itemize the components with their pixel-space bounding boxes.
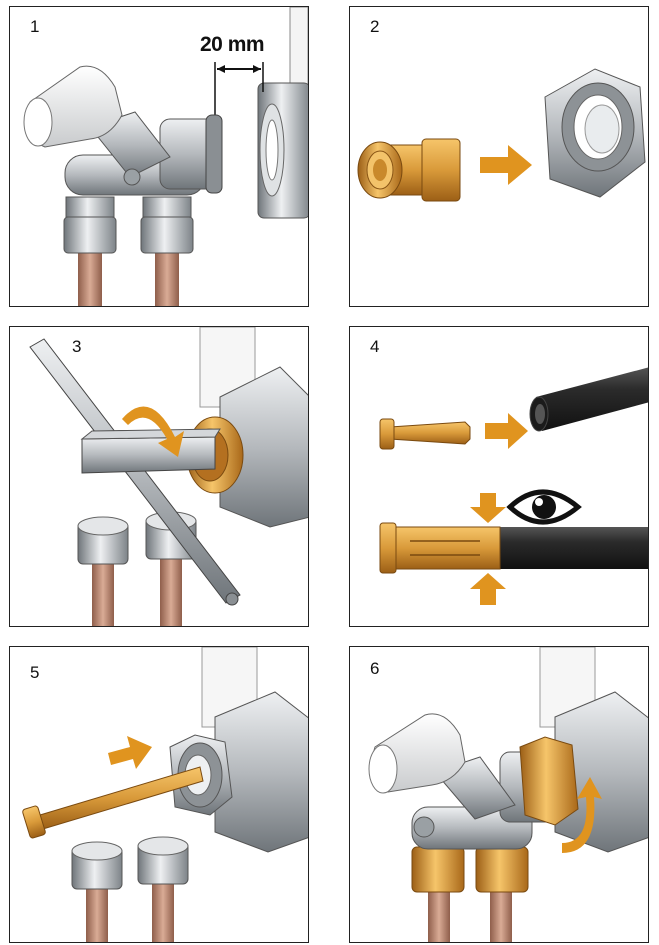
step-3-panel: 3 — [9, 326, 309, 627]
hex-nut — [544, 68, 646, 198]
copper-pipes — [78, 247, 179, 306]
copper-pipes — [428, 887, 512, 942]
mounting-tool — [29, 338, 241, 606]
final-assembly-illustration — [368, 647, 648, 942]
step-5-panel: 5 — [9, 646, 309, 943]
arrow-down-icon — [470, 493, 506, 523]
step-number: 4 — [370, 337, 380, 356]
radiator — [201, 647, 308, 853]
step-number: 5 — [30, 663, 40, 682]
dimension-label: 20 mm — [200, 33, 265, 56]
thermostat-cap — [368, 713, 466, 794]
assembled-pipe — [379, 522, 648, 574]
valve-and-radiator-illustration — [23, 7, 308, 306]
copper-pipe-with-insert — [22, 766, 204, 839]
thermostat-cap — [23, 65, 123, 148]
rotate-arrow-icon — [562, 777, 602, 853]
step-number: 3 — [72, 337, 82, 356]
valve-body — [64, 111, 223, 196]
radiator — [257, 7, 308, 219]
arrow-icon — [108, 736, 152, 769]
eye-icon — [506, 489, 582, 525]
radiator — [539, 647, 648, 853]
insert-and-nut-illustration — [357, 68, 646, 202]
pipe-insertion-illustration — [22, 647, 308, 942]
lower-fittings — [71, 836, 189, 942]
rotate-arrow-icon — [122, 406, 184, 457]
step-4-panel: 4 — [349, 326, 649, 627]
copper-insert — [357, 138, 461, 202]
step-number: 6 — [370, 659, 380, 678]
step-number: 2 — [370, 17, 380, 36]
black-pipe — [529, 367, 648, 432]
insert-into-pipe-illustration — [379, 367, 648, 605]
step-6-panel: 6 — [349, 646, 649, 943]
tool-insertion-illustration — [29, 327, 308, 626]
dimension-marker — [214, 62, 264, 125]
arrow-up-icon — [470, 573, 506, 605]
copper-coupling-nut — [519, 736, 579, 826]
step-2-panel: 2 — [349, 6, 649, 307]
copper-nuts — [411, 846, 529, 893]
step-1-panel: 1 20 mm — [9, 6, 309, 307]
radiator — [199, 327, 308, 528]
arrow-icon — [485, 413, 528, 449]
compression-nuts — [63, 196, 194, 254]
step-number: 1 — [30, 17, 40, 36]
arrow-icon — [480, 145, 532, 185]
small-copper-insert — [379, 418, 471, 450]
